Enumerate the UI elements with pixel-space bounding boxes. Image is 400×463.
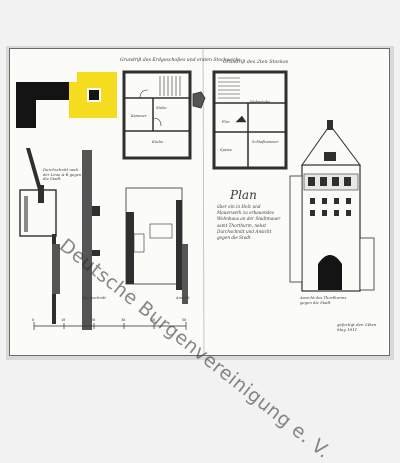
dbv-logo-black-shape	[16, 82, 69, 128]
room-label-flur: Flur	[222, 120, 230, 124]
floor-plan-right	[212, 70, 288, 170]
room-label-kueche: Küche	[152, 140, 164, 144]
scale-mark-10: 10	[61, 318, 66, 322]
scale-mark-0: 0	[32, 318, 35, 322]
tower-elevation	[289, 120, 375, 292]
scale-mark-40: 40	[151, 318, 156, 322]
signature: gefertigt den 14ten May 1811	[337, 322, 377, 332]
elevation-note: Ansicht des Thorthurms gegen die Stadt	[300, 295, 347, 305]
section-label-left: Durchschnitt	[82, 296, 106, 300]
dbv-logo-yellow-shape	[69, 72, 117, 118]
room-label-speise: Speise	[220, 148, 233, 152]
plan-title-left: Grundriß des Erdgeschoßes und ersten Sto…	[120, 58, 241, 63]
passage-element	[192, 91, 206, 109]
section-note: Durchschnitt nach der Linie A-B gegen di…	[43, 167, 82, 182]
floor-plan-left	[122, 70, 192, 160]
room-label-wohnstube: Wohnstube	[250, 100, 271, 104]
scale-bar	[33, 322, 187, 330]
scale-mark-30: 30	[121, 318, 126, 322]
plan-title-right: Grundriß des 2ten Stockes	[223, 60, 289, 65]
section-left	[19, 148, 100, 330]
section-middle	[125, 187, 188, 304]
legend-title: Plan	[230, 188, 257, 202]
room-label-schlafkammer: Schlafkammer	[252, 140, 279, 144]
architectural-drawing	[19, 48, 375, 357]
scale-mark-50: 50	[182, 318, 187, 322]
scale-mark-20: 20	[91, 318, 96, 322]
section-label-right: Ansicht	[176, 296, 190, 300]
legend-body: über ein in Holz und Mauerwerk zu erbaue…	[217, 204, 281, 241]
room-label-kammer: Kammer	[131, 114, 147, 118]
room-label-stube: Stube	[156, 106, 167, 110]
